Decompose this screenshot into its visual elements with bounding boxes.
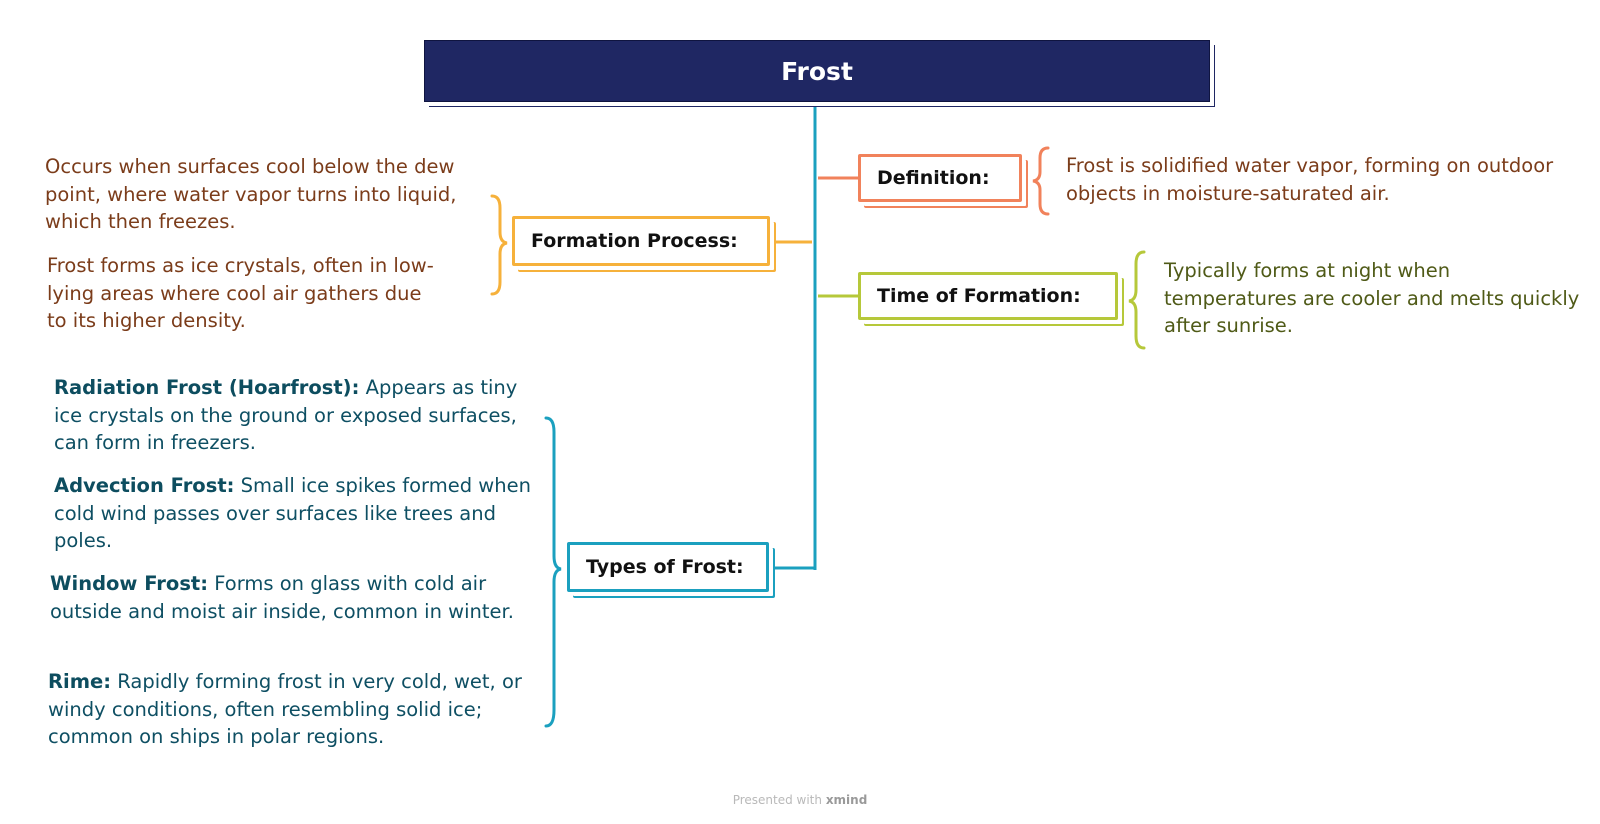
time-text: Typically forms at night when temperatur…	[1164, 259, 1580, 337]
types-brace	[544, 416, 562, 728]
definition-text: Frost is solidified water vapor, forming…	[1066, 154, 1554, 205]
root-title: Frost	[781, 56, 853, 86]
topic-definition[interactable]: Definition:	[858, 154, 1022, 202]
formation-brace	[490, 194, 508, 296]
type-item-radiation: Radiation Frost (Hoarfrost): Appears as …	[54, 374, 534, 457]
topic-types-of-frost[interactable]: Types of Frost:	[567, 542, 769, 592]
topic-definition-label: Definition:	[877, 167, 990, 189]
root-topic[interactable]: Frost	[424, 40, 1210, 102]
type-term: Window Frost:	[50, 572, 209, 595]
time-brace	[1128, 250, 1146, 350]
type-term: Radiation Frost (Hoarfrost):	[54, 376, 360, 399]
type-term: Rime:	[48, 670, 112, 693]
type-item-advection: Advection Frost: Small ice spikes formed…	[54, 472, 534, 555]
type-desc: Small ice spikes formed when cold wind p…	[54, 474, 531, 552]
footer-prefix: Presented with	[732, 793, 822, 807]
topic-time-of-formation[interactable]: Time of Formation:	[858, 272, 1118, 320]
definition-brace	[1032, 146, 1050, 216]
footer-credit: Presented with xmind	[0, 793, 1600, 807]
type-desc: Appears as tiny ice crystals on the grou…	[54, 376, 518, 454]
footer-brand: xmind	[825, 793, 868, 807]
topic-time-label: Time of Formation:	[877, 285, 1081, 307]
topic-formation-process[interactable]: Formation Process:	[512, 216, 770, 266]
type-item-rime: Rime: Rapidly forming frost in very cold…	[48, 668, 532, 751]
formation-item: Frost forms as ice crystals, often in lo…	[47, 254, 434, 332]
topic-formation-label: Formation Process:	[531, 230, 738, 252]
topic-types-label: Types of Frost:	[586, 556, 744, 578]
type-desc: Forms on glass with cold air outside and…	[50, 572, 514, 623]
formation-item: Occurs when surfaces cool below the dew …	[45, 155, 457, 233]
type-item-window: Window Frost: Forms on glass with cold a…	[50, 570, 520, 625]
type-term: Advection Frost:	[54, 474, 235, 497]
type-desc: Rapidly forming frost in very cold, wet,…	[48, 670, 522, 748]
